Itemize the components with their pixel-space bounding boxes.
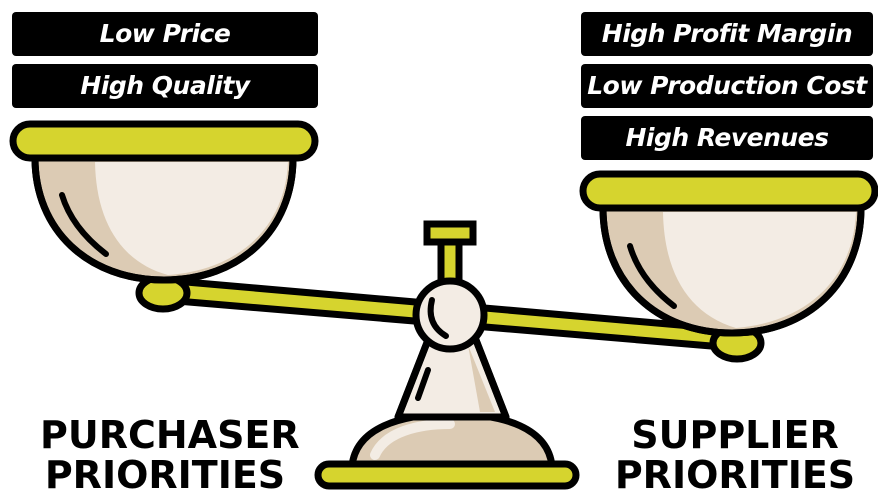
supplier-priority-tag: High Revenues bbox=[581, 116, 873, 160]
supplier-caption-line2: PRIORITIES bbox=[614, 453, 856, 497]
scale-pivot-post bbox=[423, 220, 477, 286]
supplier-caption-line1: SUPPLIER bbox=[631, 413, 839, 457]
supplier-priority-tag: High Profit Margin bbox=[581, 12, 873, 56]
purchaser-priority-tag: Low Price bbox=[12, 12, 318, 56]
supplier-caption: SUPPLIER PRIORITIES bbox=[610, 415, 860, 495]
purchaser-caption-line1: PURCHASER bbox=[40, 413, 300, 457]
supplier-priority-tag: Low Production Cost bbox=[581, 64, 873, 108]
right-scale-pan bbox=[579, 170, 878, 337]
purchaser-priority-tag: High Quality bbox=[12, 64, 318, 108]
scale-stand-base bbox=[314, 410, 580, 490]
left-scale-pan bbox=[9, 120, 319, 284]
purchaser-caption-line2: PRIORITIES bbox=[44, 453, 286, 497]
purchaser-caption: PURCHASER PRIORITIES bbox=[40, 413, 300, 497]
scale-pivot-ball bbox=[412, 277, 488, 353]
